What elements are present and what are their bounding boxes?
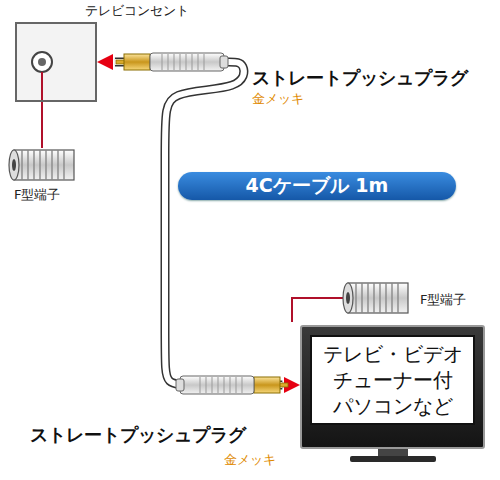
part-name: ストレートプッシュプラグ	[250, 66, 470, 90]
tv-base	[350, 456, 436, 462]
part-name: F型端子	[12, 186, 62, 204]
outlet-jack-core	[38, 58, 46, 66]
part-name: ストレートプッシュプラグ	[28, 423, 248, 447]
cable-band: 4Cケーブル 1m	[178, 172, 456, 200]
leader-line	[41, 72, 43, 148]
coax-cable	[97, 62, 300, 385]
plating-note: 金メッキ	[222, 451, 278, 469]
f-connector	[9, 150, 74, 180]
tv-screen: テレビ・ビデオ チューナー付 パソコンなど	[300, 325, 485, 449]
cable-outline	[97, 62, 300, 385]
connectors	[97, 62, 300, 385]
part-name: F型端子	[418, 291, 468, 309]
wall-outlet: テレビコンセント	[15, 22, 97, 102]
leader-line	[292, 298, 343, 322]
push-plug	[176, 376, 288, 394]
node-text: テレビコンセント	[85, 2, 189, 20]
outlet-face	[16, 23, 96, 101]
plating-note: 金メッキ	[250, 90, 306, 108]
node-text: 4Cケーブル 1m	[246, 173, 389, 199]
node-text: テレビ・ビデオ チューナー付 パソコンなど	[310, 335, 475, 425]
outlet-jack	[32, 52, 52, 72]
f-connector	[343, 283, 408, 313]
push-plug	[116, 53, 228, 71]
